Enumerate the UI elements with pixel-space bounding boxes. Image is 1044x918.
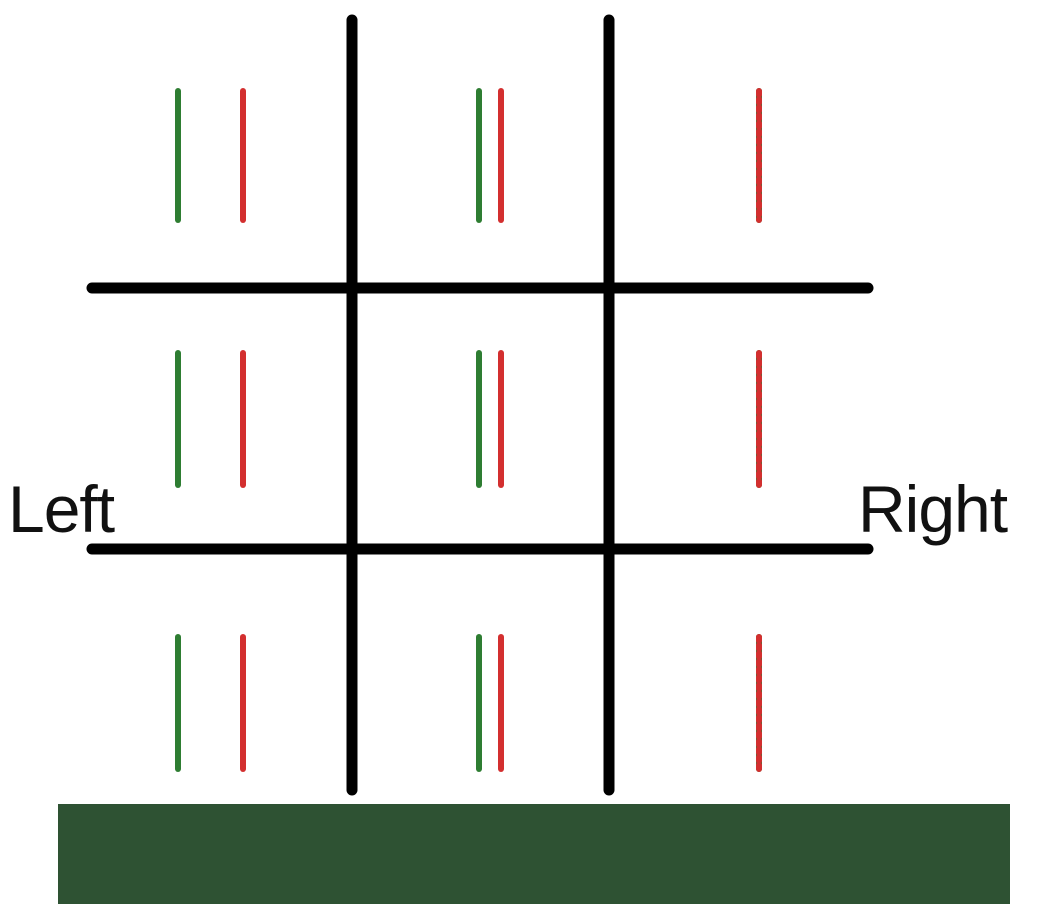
line-pairs: [175, 88, 762, 772]
grid-lines: [86, 14, 874, 796]
footer-bar: [58, 804, 1010, 904]
left-label: Left: [8, 472, 115, 546]
right-label: Right: [858, 472, 1008, 546]
